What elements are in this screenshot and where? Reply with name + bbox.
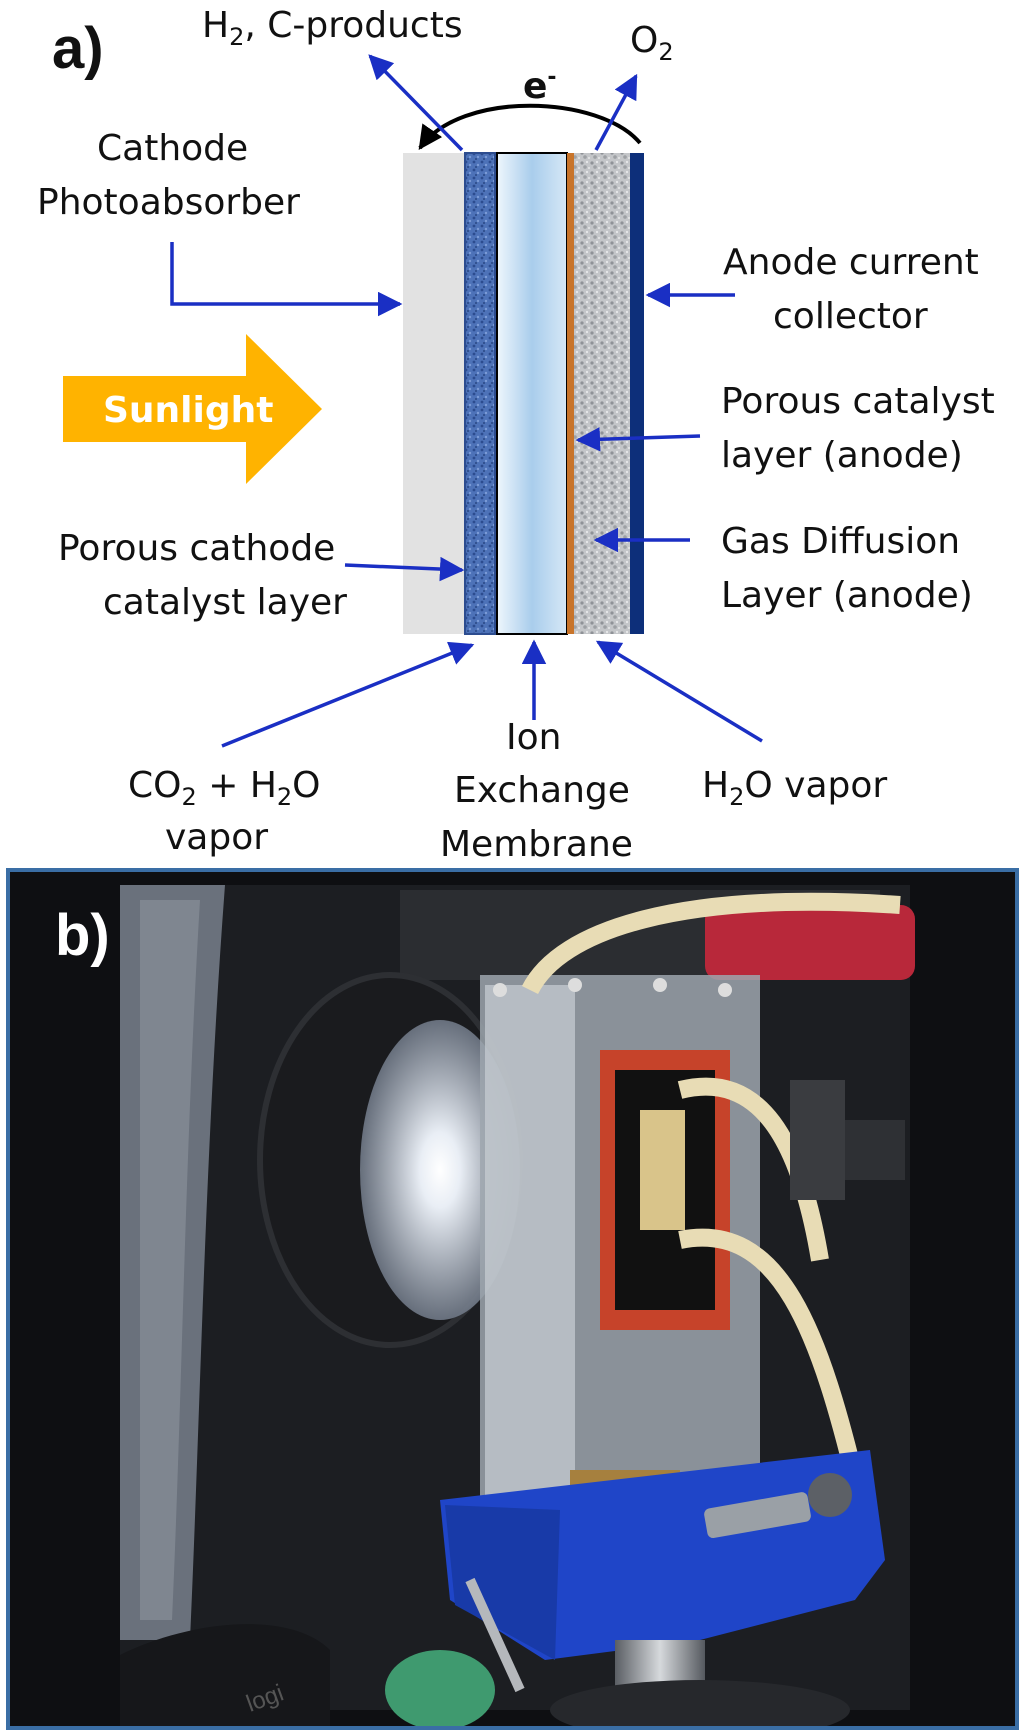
red-clamp bbox=[705, 905, 915, 980]
anode-collector-label-line1: Anode current bbox=[723, 242, 979, 283]
anode-product-label: O2 bbox=[630, 20, 674, 66]
porous-cathode-arrow bbox=[344, 556, 465, 582]
panel-b-label: b) bbox=[55, 903, 110, 968]
sunlight-label: Sunlight bbox=[103, 390, 273, 431]
panel-a-label: a) bbox=[52, 16, 104, 81]
porous-cathode-label-line1: Porous cathode bbox=[58, 528, 335, 569]
panel-b-photo: logi b) bbox=[6, 868, 1019, 1730]
co2-feed-arrow bbox=[221, 641, 475, 748]
cathode-photoabsorber-arrow bbox=[170, 242, 403, 317]
co2-feed-label-line2: vapor bbox=[165, 817, 268, 858]
anode-catalyst-arrow bbox=[575, 427, 701, 452]
gdl-label-line1: Gas Diffusion bbox=[721, 521, 960, 562]
anode-catalyst-label-line2: layer (anode) bbox=[721, 435, 963, 476]
anode-catalyst-layer bbox=[567, 153, 574, 634]
anode-current-collector-layer bbox=[630, 153, 644, 634]
webcam bbox=[120, 1624, 330, 1726]
electron-label: e- bbox=[523, 65, 557, 107]
gas-diffusion-layer bbox=[574, 153, 630, 634]
cathode-photoabsorber-layer bbox=[403, 153, 465, 634]
sunlight-arrow: Sunlight bbox=[63, 334, 322, 484]
tube-upper bbox=[677, 1077, 829, 1262]
cathode-label-line1: Cathode bbox=[97, 128, 248, 169]
cathode-products-label: H2, C-products bbox=[202, 5, 463, 51]
cathode-products-arrow bbox=[368, 54, 464, 152]
green-cap bbox=[385, 1650, 495, 1726]
cell-stack bbox=[403, 152, 644, 635]
membrane-label-line1: Ion bbox=[506, 717, 561, 758]
gdl-label-line2: Layer (anode) bbox=[721, 575, 973, 616]
panel-a: a) e- H2, C-products O2 Cathode Photoabs… bbox=[37, 5, 995, 865]
porous-cathode-label-line2: catalyst layer bbox=[103, 582, 347, 623]
anode-catalyst-label-line1: Porous catalyst bbox=[721, 381, 995, 422]
h2o-feed-arrow bbox=[595, 640, 763, 743]
anode-product-arrow bbox=[594, 73, 638, 151]
tube-lower bbox=[678, 1228, 869, 1503]
tube-top bbox=[521, 892, 901, 995]
cathode-catalyst-layer bbox=[464, 152, 496, 635]
co2-feed-label-line1: CO2 + H2O bbox=[128, 765, 321, 811]
membrane-label-line2: Exchange bbox=[454, 770, 630, 811]
bolt bbox=[704, 1492, 811, 1539]
ion-exchange-membrane-layer bbox=[496, 152, 568, 635]
h2o-feed-label: H2O vapor bbox=[702, 765, 887, 811]
anode-collector-label-line2: collector bbox=[773, 296, 928, 337]
cathode-label-line2: Photoabsorber bbox=[37, 182, 300, 223]
membrane-label-line3: Membrane bbox=[440, 824, 633, 865]
